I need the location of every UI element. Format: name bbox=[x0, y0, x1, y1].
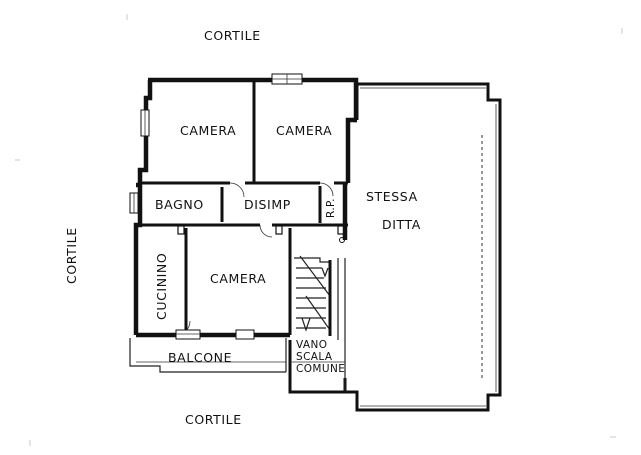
disimp-label: DISIMP bbox=[244, 197, 291, 212]
outer-wall bbox=[133, 77, 359, 338]
scan-ticks bbox=[15, 14, 623, 446]
cucinino-label: CUCININO bbox=[154, 253, 169, 320]
window-bottom bbox=[175, 329, 255, 340]
stair-steps bbox=[288, 255, 346, 394]
rp-label: R.P. bbox=[325, 198, 337, 218]
bagno-label: BAGNO bbox=[155, 197, 204, 212]
window-top bbox=[271, 73, 303, 85]
camera-top-right-label: CAMERA bbox=[276, 123, 332, 138]
cortile-left-label: CORTILE bbox=[64, 227, 79, 284]
comune-label: COMUNE bbox=[296, 363, 345, 375]
balcony-outline bbox=[129, 338, 287, 373]
partition-wall bbox=[140, 82, 348, 335]
camera-top-left-label: CAMERA bbox=[180, 123, 236, 138]
camera-bottom-label: CAMERA bbox=[210, 271, 266, 286]
window-left bbox=[129, 109, 150, 214]
stessa-label: STESSA bbox=[366, 189, 418, 204]
wall-markers bbox=[177, 225, 347, 243]
vano-label: VANO bbox=[296, 339, 327, 351]
cortile-top-label: CORTILE bbox=[204, 28, 261, 43]
ditta-label: DITTA bbox=[382, 217, 421, 232]
balcone-label: BALCONE bbox=[168, 350, 232, 365]
cortile-bottom-label: CORTILE bbox=[185, 412, 242, 427]
neighbor-unit-outline bbox=[343, 82, 502, 412]
scala-label: SCALA bbox=[296, 351, 333, 363]
